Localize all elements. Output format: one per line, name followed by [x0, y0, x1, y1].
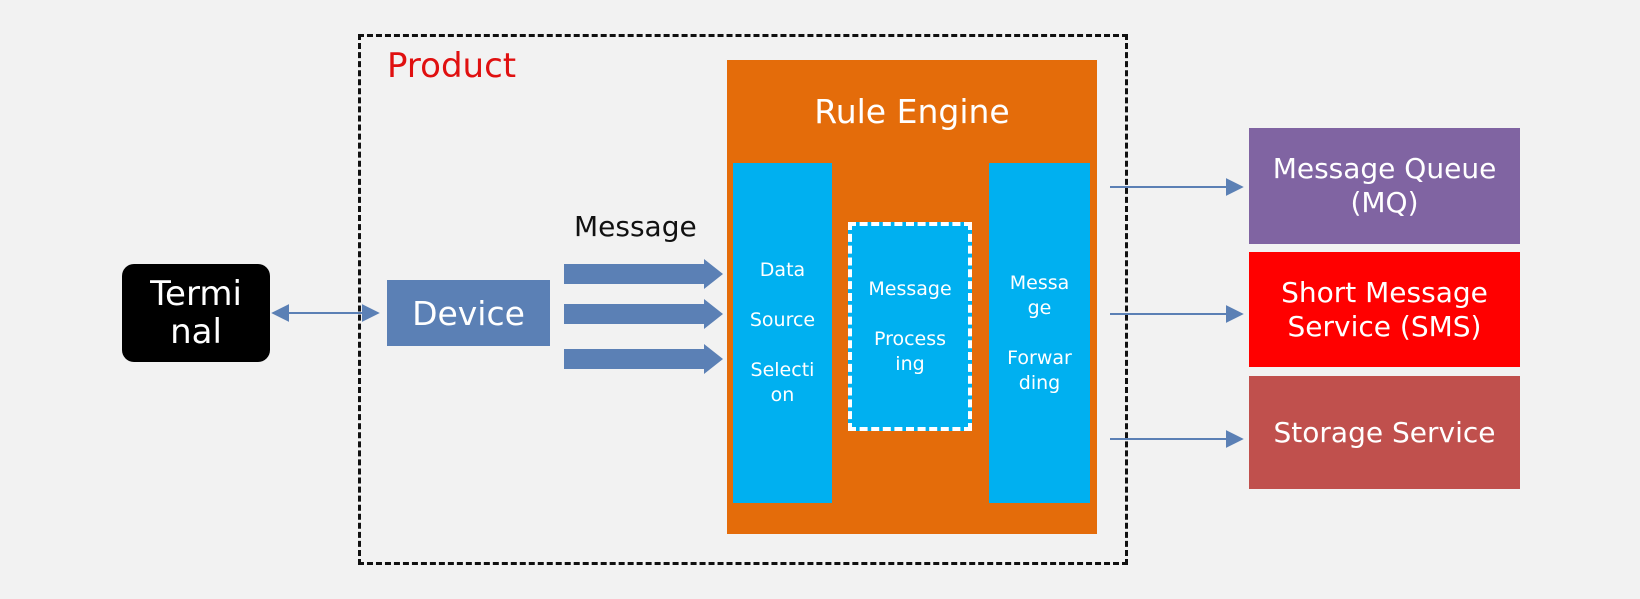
sms-label-line1: Short Message — [1281, 275, 1488, 309]
terminal-label-line1: Termi — [150, 274, 242, 314]
data-source-line2: Source — [749, 309, 816, 331]
terminal-node[interactable]: Termi nal — [122, 264, 270, 362]
forwarding-line3: Forwar — [1007, 346, 1072, 369]
processing-line3: ing — [895, 352, 925, 375]
processing-line1: Message — [868, 277, 952, 300]
message-arrow-3 — [564, 344, 723, 374]
forwarding-line4: ding — [1018, 371, 1061, 394]
data-source-line1: Data — [759, 259, 806, 281]
sms-label-line2: Service (SMS) — [1287, 309, 1482, 343]
data-source-line3: Selecti — [750, 359, 815, 381]
device-label: Device — [412, 293, 525, 333]
forwarding-line2: ge — [1027, 296, 1052, 319]
storage-label: Storage Service — [1273, 415, 1496, 449]
terminal-label-line2: nal — [170, 312, 222, 352]
mq-label-line1: Message Queue — [1272, 152, 1497, 185]
storage-service[interactable]: Storage Service — [1249, 376, 1520, 489]
data-source-selection-column[interactable]: Data Source Selecti on — [733, 163, 832, 503]
mq-label-line2: (MQ) — [1350, 186, 1419, 219]
product-label: Product — [387, 46, 517, 86]
message-label: Message — [574, 210, 697, 243]
rule-engine-title: Rule Engine — [814, 92, 1010, 131]
message-arrow-1 — [564, 259, 723, 289]
processing-line2: Process — [873, 327, 947, 350]
message-forwarding-column[interactable]: Messa ge Forwar ding — [989, 163, 1090, 503]
message-arrow-2 — [564, 299, 723, 329]
message-processing-box[interactable]: Message Process ing — [848, 222, 972, 431]
product-boundary — [358, 34, 1128, 565]
short-message-service[interactable]: Short Message Service (SMS) — [1249, 252, 1520, 367]
data-source-line4: on — [770, 384, 795, 406]
device-node[interactable]: Device — [387, 280, 550, 346]
forwarding-line1: Messa — [1009, 271, 1070, 294]
message-queue-service[interactable]: Message Queue (MQ) — [1249, 128, 1520, 244]
